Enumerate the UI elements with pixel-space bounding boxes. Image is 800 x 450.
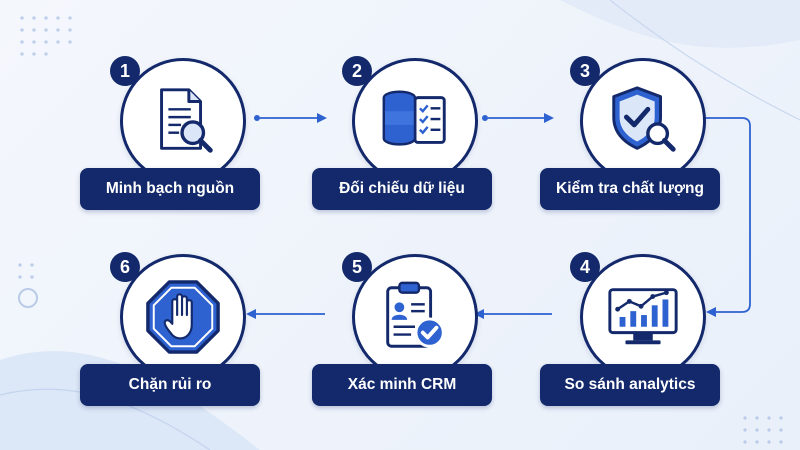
step-2: 2 Đối chiếu dữ liệu xyxy=(312,56,492,238)
step-3-number: 3 xyxy=(570,56,600,86)
step-4-label: So sánh analytics xyxy=(540,364,720,406)
step-5-circle xyxy=(352,254,478,380)
shield-check-search-icon xyxy=(612,86,676,152)
database-checklist-icon xyxy=(382,90,446,146)
step-4-circle xyxy=(580,254,706,380)
step-5: 5 Xác minh CRM xyxy=(312,252,492,434)
step-6-number: 6 xyxy=(110,252,140,282)
step-6-circle xyxy=(120,254,246,380)
step-3-label: Kiểm tra chất lượng xyxy=(540,168,720,210)
monitor-chart-icon xyxy=(608,288,678,345)
stop-hand-icon xyxy=(146,280,220,354)
step-3-circle xyxy=(580,58,706,184)
step-2-circle xyxy=(352,58,478,184)
step-1-label: Minh bạch nguồn xyxy=(80,168,260,210)
step-6-label: Chặn rủi ro xyxy=(80,364,260,406)
step-5-label: Xác minh CRM xyxy=(312,364,492,406)
document-search-icon xyxy=(160,88,213,153)
step-4: 4 So sánh analytics xyxy=(540,252,720,434)
step-1-number: 1 xyxy=(110,56,140,86)
step-3: 3 Kiểm tra chất lượng xyxy=(540,56,720,238)
step-6: 6 Chặn rủi ro xyxy=(80,252,260,434)
step-4-number: 4 xyxy=(570,252,600,282)
clipboard-profile-check-icon xyxy=(386,281,445,348)
step-2-label: Đối chiếu dữ liệu xyxy=(312,168,492,210)
step-2-number: 2 xyxy=(342,56,372,86)
step-1: 1 Minh bạch nguồn xyxy=(80,56,260,238)
step-5-number: 5 xyxy=(342,252,372,282)
step-1-circle xyxy=(120,58,246,184)
